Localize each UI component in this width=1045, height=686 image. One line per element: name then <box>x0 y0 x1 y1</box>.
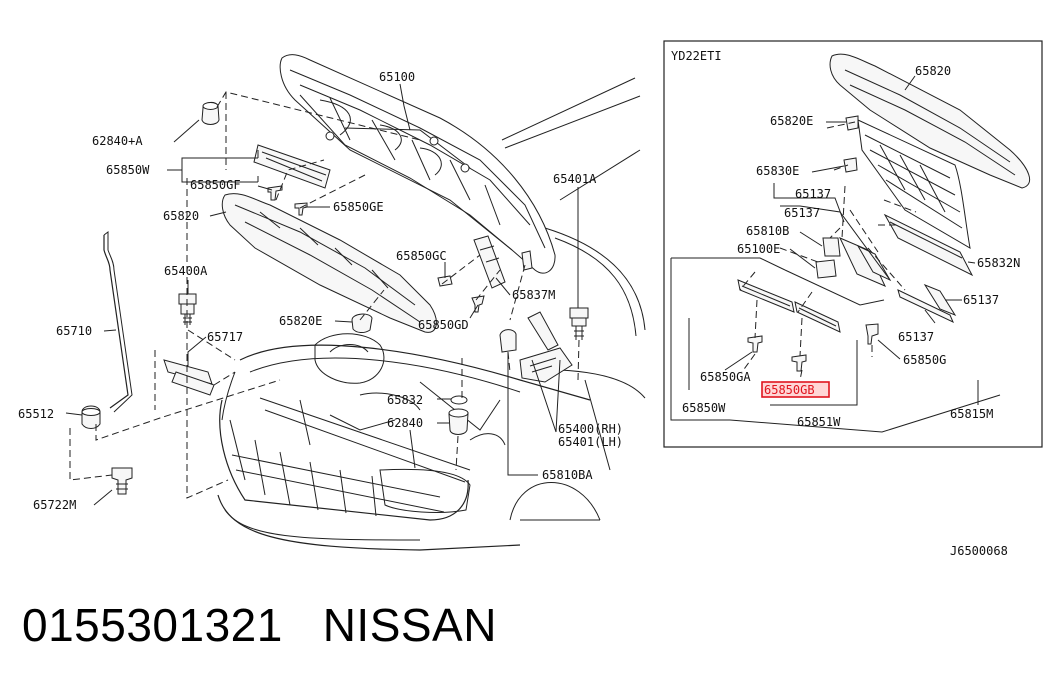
inset-callout-65832n: 65832N <box>977 256 1020 270</box>
inset-callout-65137-c: 65137 <box>963 293 999 307</box>
inset-panel: YD22ETI <box>663 40 1043 448</box>
inset-callout-65100e: 65100E <box>737 242 780 256</box>
callout-65820e: 65820E <box>279 314 322 328</box>
callout-65400-rh: 65400(RH) <box>558 422 623 436</box>
assembly-guide-lines <box>69 91 580 499</box>
inset-callout-65820: 65820 <box>915 64 951 78</box>
diagram-code: J6500068 <box>950 544 1008 558</box>
inset-callout-65850ga: 65850GA <box>700 370 751 384</box>
callout-65401a: 65401A <box>553 172 597 186</box>
callout-65850gc: 65850GC <box>396 249 447 263</box>
highlighted-part-box[interactable] <box>761 381 830 398</box>
inset-callout-65850gb-highlighted[interactable]: 65850GB <box>764 383 815 397</box>
callout-65810ba: 65810BA <box>542 468 593 482</box>
fastener-parts <box>81 101 589 495</box>
caption-part-number: 0155301321 <box>22 599 283 651</box>
callout-62840-a: 62840+A <box>92 134 143 148</box>
callout-62840: 62840 <box>387 416 423 430</box>
inset-callout-65137-d: 65137 <box>898 330 934 344</box>
inset-callout-65137-a: 65137 <box>795 187 831 201</box>
hood-panel <box>279 54 556 274</box>
callout-65512: 65512 <box>18 407 54 421</box>
callout-65401-lh: 65401(LH) <box>558 435 623 449</box>
callout-65832: 65832 <box>387 393 423 407</box>
callout-65820: 65820 <box>163 209 199 223</box>
inset-callout-65850g: 65850G <box>903 353 946 367</box>
inset-callout-65820e: 65820E <box>770 114 813 128</box>
callout-labels: 65100 62840+A 65850W 65850GF 65850GE 658… <box>18 70 623 512</box>
inset-callout-65830e: 65830E <box>756 164 799 178</box>
inset-callout-65851w: 65851W <box>797 415 841 429</box>
inset-callout-labels: 65820 65820E 65830E 65137 65137 65810B 6… <box>682 64 1020 429</box>
callout-65400a: 65400A <box>164 264 208 278</box>
callout-65100: 65100 <box>379 70 415 84</box>
hood-insulator <box>221 193 437 333</box>
callout-65722m: 65722M <box>33 498 76 512</box>
callout-65850w: 65850W <box>106 163 150 177</box>
callout-65710: 65710 <box>56 324 92 338</box>
hood-seal-strip <box>253 144 331 189</box>
inset-callout-65137-b: 65137 <box>784 206 820 220</box>
inset-callout-65815m: 65815M <box>950 407 993 421</box>
inset-callout-65850w: 65850W <box>682 401 726 415</box>
hood-stay-rod <box>103 231 133 413</box>
caption: 0155301321 NISSAN <box>22 598 497 652</box>
inset-callout-65810b: 65810B <box>746 224 789 238</box>
vehicle-body-outline <box>217 77 646 551</box>
callout-65850ge: 65850GE <box>333 200 384 214</box>
inset-engine-label: YD22ETI <box>671 49 722 63</box>
callout-65717: 65717 <box>207 330 243 344</box>
callout-65850gd: 65850GD <box>418 318 469 332</box>
caption-spacer <box>283 599 323 651</box>
caption-brand: NISSAN <box>322 599 497 651</box>
callout-65850gf: 65850GF <box>190 178 241 192</box>
callout-leaders <box>65 83 579 506</box>
callout-65837m: 65837M <box>512 288 555 302</box>
